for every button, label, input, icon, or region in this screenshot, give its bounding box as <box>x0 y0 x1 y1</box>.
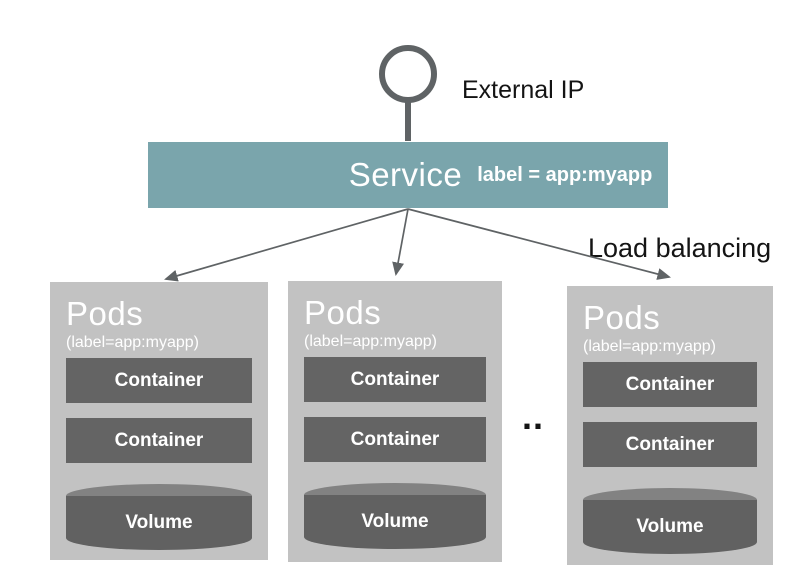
pod-node-3: Pods (label=app:myapp) Container Contain… <box>567 286 773 565</box>
pod-title: Pods <box>583 299 661 336</box>
container-node: Container <box>66 418 252 463</box>
ellipsis-dots: .. <box>522 396 545 437</box>
pod-node-2: Pods (label=app:myapp) Container Contain… <box>288 281 502 562</box>
volume-label: Volume <box>636 516 704 537</box>
container-node: Container <box>304 417 486 462</box>
service-selector-label: label = app:myapp <box>477 163 653 186</box>
pod-selector-label: (label=app:myapp) <box>304 333 437 350</box>
volume-cylinder-body: Volume <box>66 496 252 550</box>
pod-title: Pods <box>304 294 382 331</box>
pod-node-1: Pods (label=app:myapp) Container Contain… <box>50 282 268 560</box>
service-title: Service <box>348 156 463 193</box>
pod-selector-label: (label=app:myapp) <box>66 334 199 351</box>
container-node: Container <box>304 357 486 402</box>
volume-cylinder-body: Volume <box>583 500 757 554</box>
volume-label: Volume <box>361 511 429 532</box>
container-node: Container <box>583 362 757 407</box>
volume-cylinder-body: Volume <box>304 495 486 549</box>
arrow-to-pod-1 <box>164 208 409 282</box>
external-ip-circle <box>379 45 437 103</box>
container-node: Container <box>66 358 252 403</box>
pod-selector-label: (label=app:myapp) <box>583 338 716 355</box>
load-balancing-label: Load balancing <box>588 233 772 263</box>
volume-label: Volume <box>125 512 193 533</box>
arrow-to-pod-2 <box>392 208 409 277</box>
pod-title: Pods <box>66 295 144 332</box>
volume-node: Volume <box>304 483 486 549</box>
volume-node: Volume <box>66 484 252 550</box>
service-node: Service label = app:myapp <box>148 142 668 208</box>
container-node: Container <box>583 422 757 467</box>
external-ip-label: External IP <box>462 76 585 104</box>
volume-node: Volume <box>583 488 757 554</box>
